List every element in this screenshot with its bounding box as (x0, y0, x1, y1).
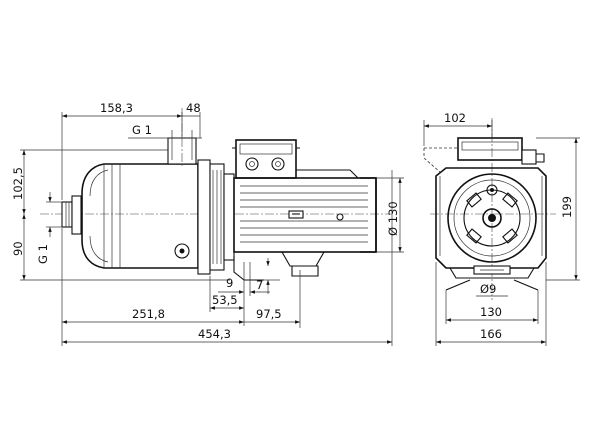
side-view (40, 108, 392, 290)
dim-g1-top: G 1 (132, 123, 152, 137)
dim-90: 90 (11, 241, 25, 256)
dim-102: 102 (444, 111, 466, 125)
front-view-dimensions: 102 199 Ø9 130 166 (423, 111, 580, 346)
suction-inlet (61, 195, 82, 235)
dim-199: 199 (560, 196, 574, 218)
pump-housing (81, 163, 199, 269)
dim-9-dia: Ø9 (480, 282, 496, 296)
terminal-box (232, 139, 359, 179)
dim-53-5: 53,5 (212, 293, 238, 307)
motor-foot (281, 251, 325, 290)
dim-454-3: 454,3 (198, 327, 231, 341)
dim-130: 130 (480, 305, 502, 319)
motor-body (233, 177, 377, 253)
dim-9: 9 (226, 276, 233, 290)
dim-102-5: 102,5 (11, 167, 25, 200)
dim-7: 7 (256, 278, 263, 292)
front-view (423, 118, 556, 300)
dim-g1-side: G 1 (36, 244, 50, 264)
dim-130-dia: Ø 130 (386, 201, 400, 236)
dim-166: 166 (480, 327, 502, 341)
dim-48: 48 (186, 101, 201, 115)
side-view-dimensions: 158,3 48 G 1 102,5 90 G 1 9 7 (11, 101, 404, 346)
dim-251-8: 251,8 (132, 307, 165, 321)
dim-158-3: 158,3 (100, 101, 133, 115)
dim-97-5: 97,5 (256, 307, 282, 321)
lantern-flange (197, 159, 264, 281)
front-terminal-box (423, 137, 545, 173)
